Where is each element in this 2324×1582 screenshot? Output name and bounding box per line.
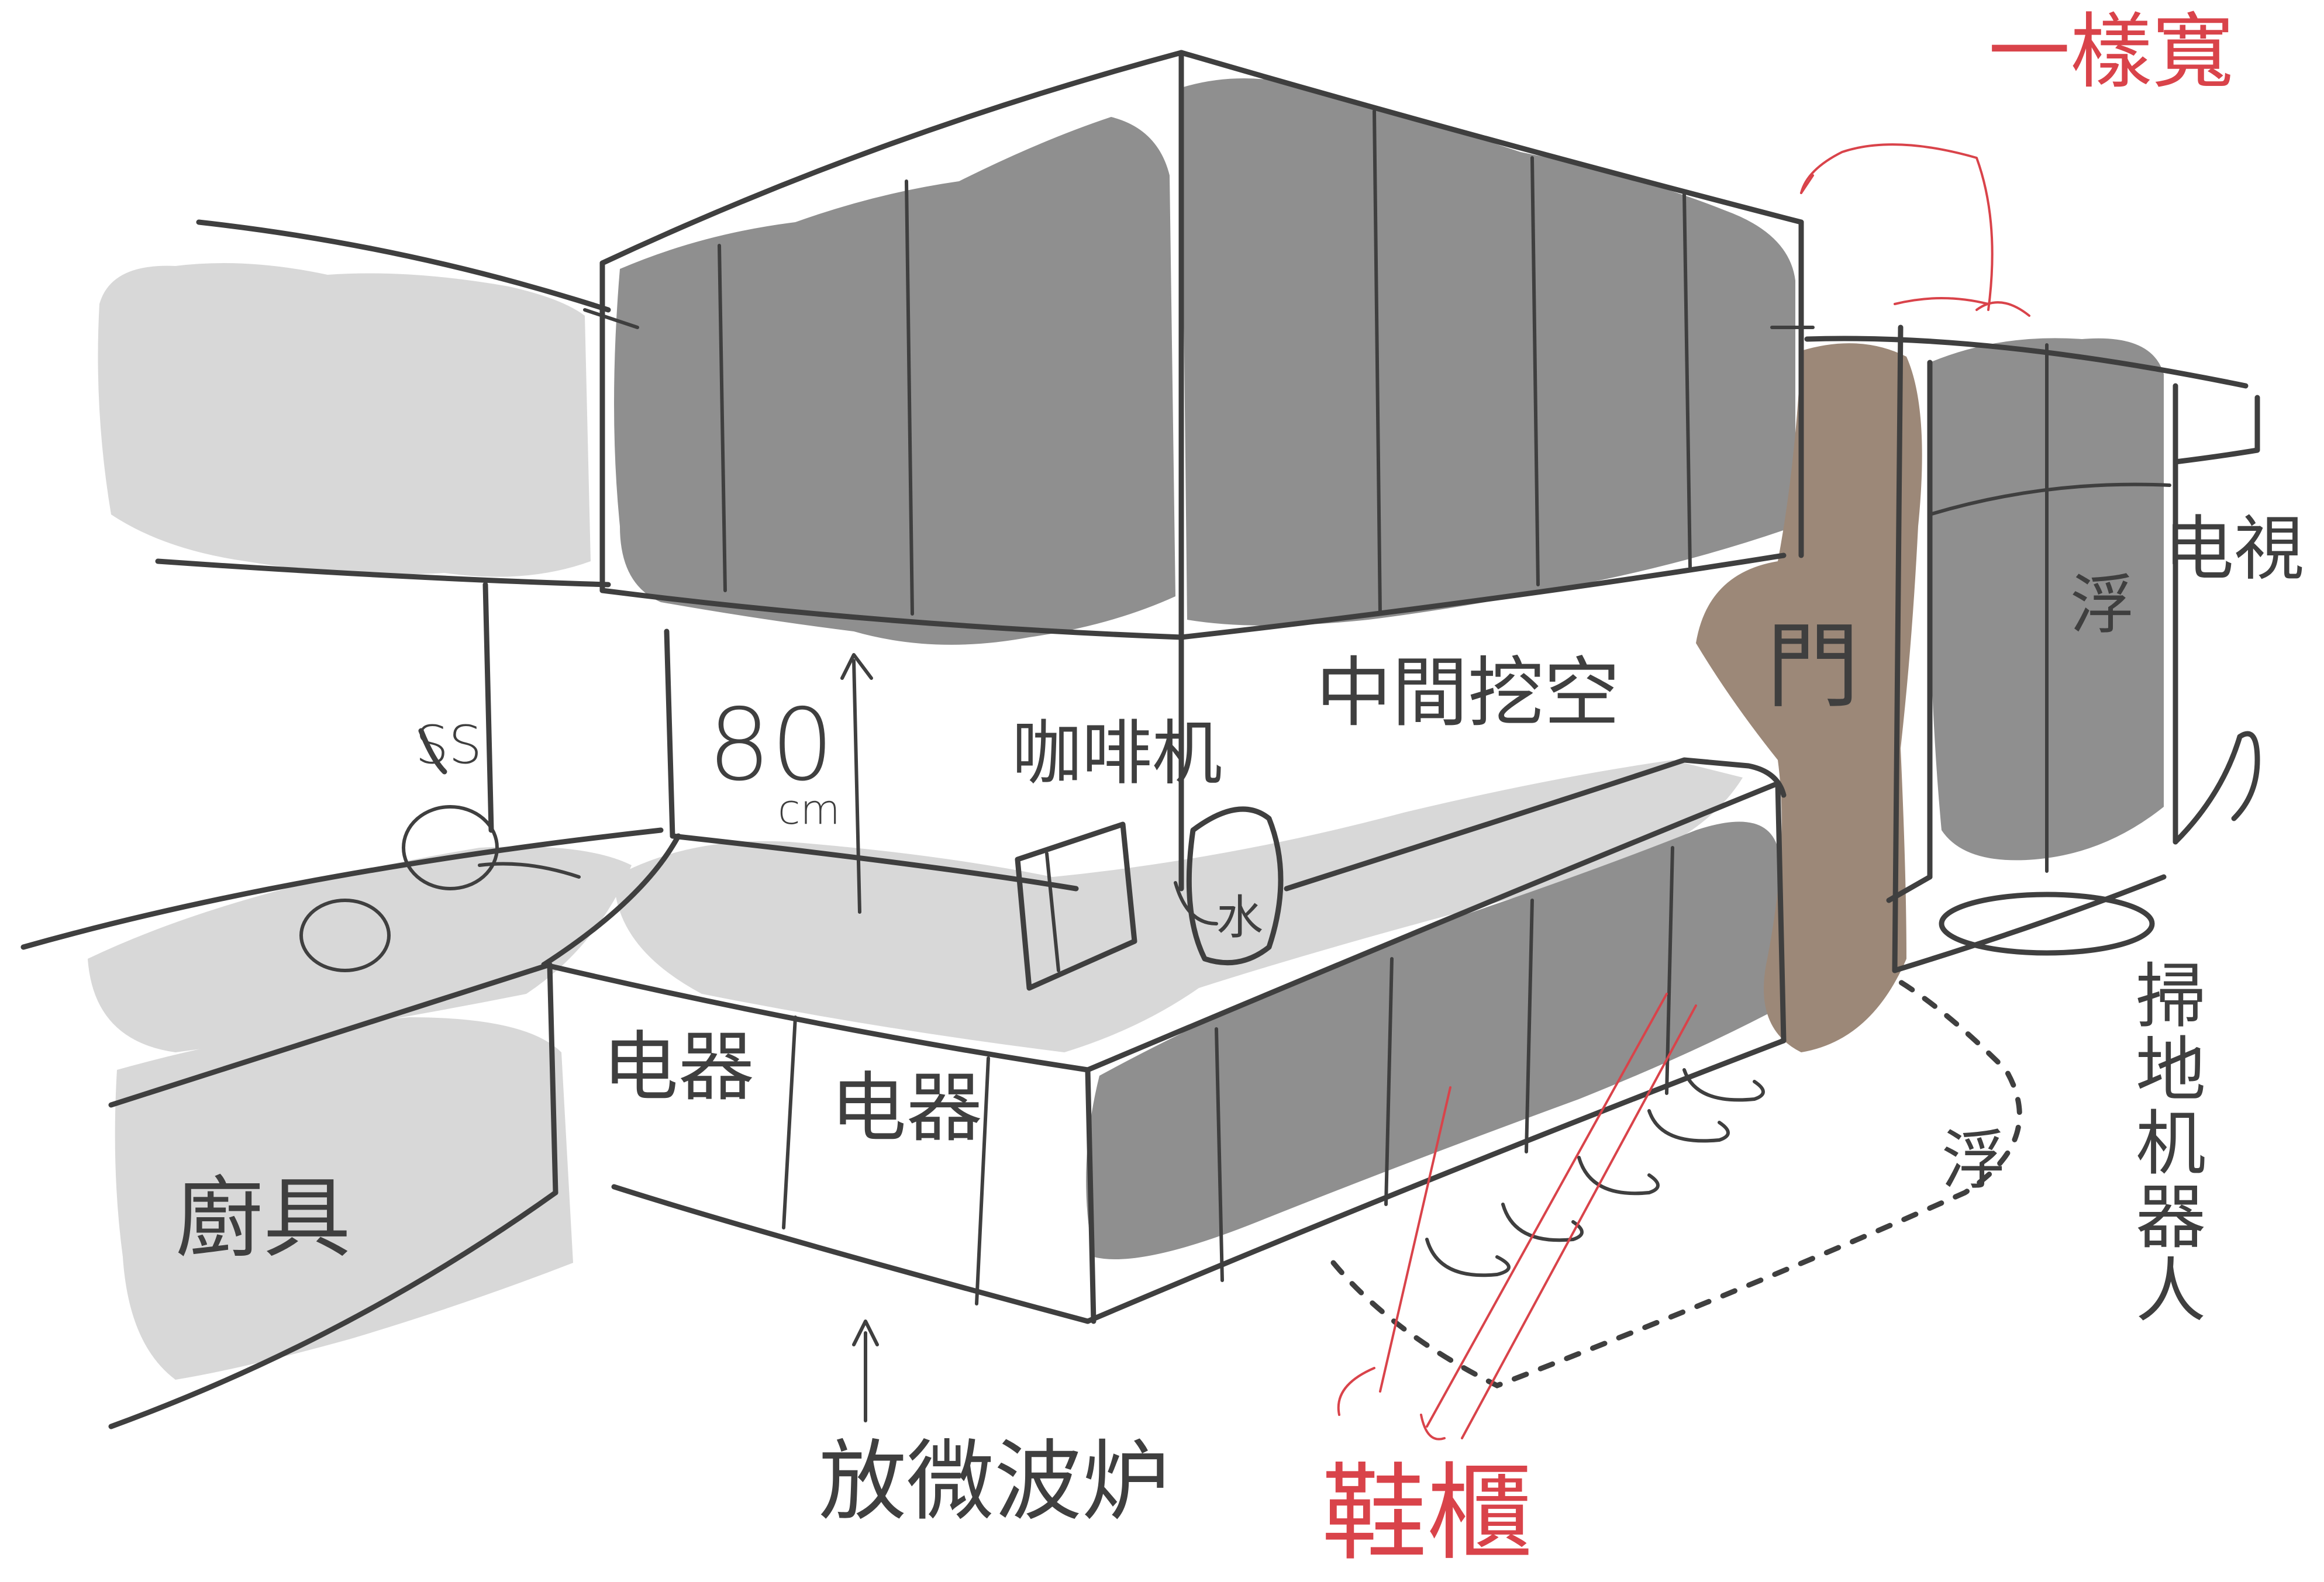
- door-label: 門: [1766, 612, 1860, 721]
- floating-label-floor: 浮: [1942, 1123, 2006, 1198]
- shoe-cabinet-label: 鞋櫃: [1322, 1453, 1533, 1575]
- robot-vacuum-label: 掃地机器人: [2123, 959, 2205, 1327]
- height-unit-label: cm: [778, 786, 840, 834]
- middle-hollow-label: 中間挖空: [1316, 648, 1620, 737]
- floating-label-cabinet: 浮: [2070, 568, 2135, 643]
- upper-left-cabinets-shading: [614, 117, 1175, 645]
- lower-right-cabinets-shading: [1086, 821, 1784, 1259]
- water-label: 水: [1216, 890, 1263, 945]
- appliance-label-1: 电器: [602, 1023, 755, 1111]
- microwave-label: 放微波炉: [819, 1431, 1170, 1533]
- left-counter-shading: [88, 847, 632, 1052]
- tv-label: 电視: [2164, 509, 2304, 590]
- red-annotations: [1337, 143, 2030, 1441]
- same-width-label: 一樣寬: [1988, 5, 2235, 100]
- left-upper-cabinet-shading: [98, 263, 591, 577]
- appliance-label-2: 电器: [830, 1063, 983, 1152]
- door-shading: [1696, 343, 1922, 1053]
- height-value-label: 80: [708, 688, 835, 803]
- coffee-machine-label: 咖啡机: [1012, 713, 1222, 795]
- line-work: [20, 50, 2260, 1429]
- upper-right-cabinets-shading: [1181, 78, 1795, 626]
- left-lower-cabinet-shading: [115, 1017, 573, 1380]
- kitchenware-label: 廚具: [175, 1168, 351, 1270]
- ss-label: SS: [415, 714, 482, 776]
